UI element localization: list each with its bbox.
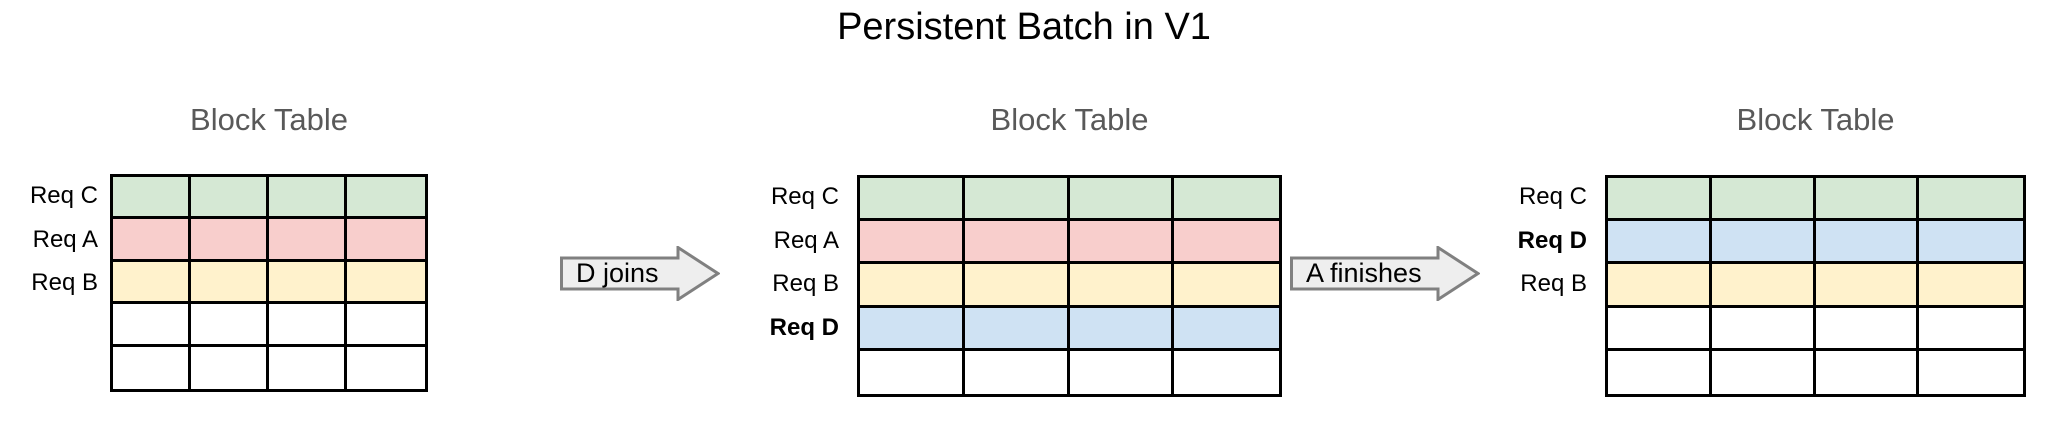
row-label: Req C xyxy=(29,182,98,209)
block-cell xyxy=(1069,178,1175,222)
block-cell xyxy=(113,261,191,305)
row-label xyxy=(839,349,849,393)
row-labels-middle: Req C Req A Req B Req D xyxy=(737,175,849,393)
block-cell xyxy=(191,177,269,220)
block-cell xyxy=(964,221,1070,265)
block-cell xyxy=(347,304,425,347)
row-label: Req D xyxy=(769,313,839,341)
block-cell xyxy=(1069,350,1175,394)
block-arrow-icon xyxy=(1290,246,1480,301)
arrow-label: A finishes xyxy=(1306,258,1422,288)
block-cell xyxy=(269,304,347,347)
row-label xyxy=(98,305,108,349)
block-cell xyxy=(347,261,425,305)
block-cell xyxy=(964,307,1070,351)
arrow-label: D joins xyxy=(576,258,659,288)
block-cell xyxy=(1815,264,1920,308)
block-cell xyxy=(1174,350,1279,394)
block-cell xyxy=(860,350,965,394)
block-cell xyxy=(1815,221,1920,265)
block-cell xyxy=(964,264,1070,308)
block-arrow-icon xyxy=(560,246,720,301)
block-cell xyxy=(269,177,347,220)
block-cell xyxy=(113,346,191,389)
block-cell xyxy=(1608,307,1712,351)
block-cell xyxy=(347,219,425,262)
row-label: Req A xyxy=(773,226,839,254)
row-label: Req D xyxy=(1517,226,1587,254)
panel-title-left: Block Table xyxy=(190,102,348,137)
row-label: Req B xyxy=(1520,270,1587,298)
block-cell xyxy=(1608,221,1712,265)
arrow-a-finishes: A finishes xyxy=(1290,246,1480,301)
block-cell xyxy=(1815,178,1920,222)
block-cell xyxy=(191,261,269,305)
block-cell xyxy=(1711,178,1816,222)
block-cell xyxy=(347,177,425,220)
block-cell xyxy=(191,304,269,347)
block-cell xyxy=(1919,178,2023,222)
block-cell xyxy=(860,221,965,265)
block-cell xyxy=(269,261,347,305)
block-cell xyxy=(113,304,191,347)
block-cell xyxy=(1711,307,1816,351)
block-cell xyxy=(1919,264,2023,308)
block-cell xyxy=(1711,221,1816,265)
block-cell xyxy=(860,264,965,308)
block-cell xyxy=(1174,221,1279,265)
block-cell xyxy=(1174,307,1279,351)
block-cell xyxy=(1174,178,1279,222)
page-title: Persistent Batch in V1 xyxy=(837,6,1211,48)
block-cell xyxy=(964,350,1070,394)
row-label: Req C xyxy=(1518,183,1587,210)
block-cell xyxy=(269,346,347,389)
block-cell xyxy=(113,219,191,262)
block-cell xyxy=(964,178,1070,222)
block-cell xyxy=(1608,264,1712,308)
block-table-right xyxy=(1605,175,2026,397)
block-cell xyxy=(347,346,425,389)
block-cell xyxy=(1919,307,2023,351)
block-cell xyxy=(1815,307,1920,351)
row-label: Req B xyxy=(772,270,839,298)
row-label xyxy=(1587,349,1597,393)
block-cell xyxy=(1919,221,2023,265)
block-cell xyxy=(269,219,347,262)
block-cell xyxy=(1069,221,1175,265)
block-cell xyxy=(1919,350,2023,394)
block-cell xyxy=(1174,264,1279,308)
block-cell xyxy=(1069,307,1175,351)
row-labels-right: Req C Req D Req B xyxy=(1485,175,1597,393)
block-cell xyxy=(1608,178,1712,222)
block-table-left xyxy=(110,174,428,392)
block-cell xyxy=(113,177,191,220)
row-label: Req B xyxy=(31,269,98,297)
arrow-d-joins: D joins xyxy=(560,246,720,301)
block-cell xyxy=(860,178,965,222)
block-cell xyxy=(191,219,269,262)
block-table-middle xyxy=(857,175,1282,397)
panel-title-middle: Block Table xyxy=(990,102,1149,137)
block-cell xyxy=(191,346,269,389)
row-label: Req A xyxy=(32,225,98,253)
row-labels-left: Req C Req A Req B xyxy=(0,174,108,392)
row-label xyxy=(98,348,108,392)
block-cell xyxy=(1815,350,1920,394)
row-label xyxy=(1587,306,1597,350)
block-cell xyxy=(860,307,965,351)
block-cell xyxy=(1608,350,1712,394)
block-cell xyxy=(1711,350,1816,394)
panel-title-right: Block Table xyxy=(1736,102,1895,137)
block-cell xyxy=(1711,264,1816,308)
block-cell xyxy=(1069,264,1175,308)
row-label: Req C xyxy=(770,183,839,210)
